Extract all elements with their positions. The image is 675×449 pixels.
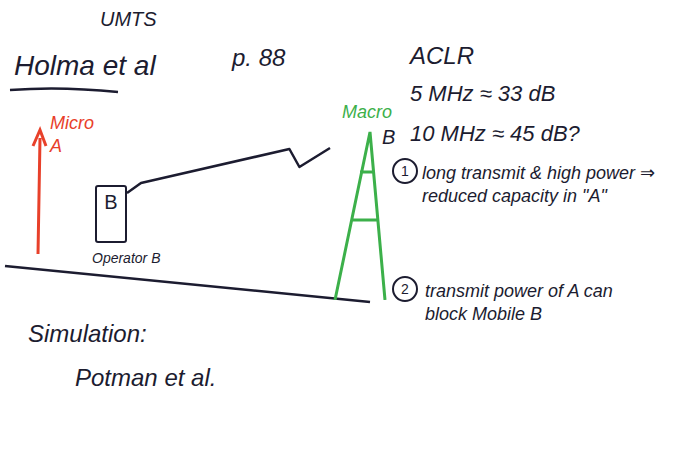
handwritten-note: p. 88 bbox=[232, 42, 285, 73]
tower-name: Macro bbox=[342, 102, 392, 123]
handwritten-note: UMTS bbox=[100, 6, 157, 32]
handwritten-note: long transmit & high power ⇒ reduced cap… bbox=[422, 162, 662, 209]
handwritten-note: Operator B bbox=[92, 249, 160, 267]
handwritten-note: Potman et al. bbox=[75, 362, 216, 393]
radio-link bbox=[127, 148, 330, 193]
mobile-phone: B bbox=[95, 185, 127, 243]
tower-outline bbox=[330, 100, 420, 300]
handwritten-note: 10 MHz ≈ 45 dB? bbox=[410, 120, 580, 149]
callout-number: 2 bbox=[392, 276, 418, 302]
handwritten-note: Micro A bbox=[50, 112, 110, 159]
handwritten-note: Simulation: bbox=[28, 318, 147, 349]
macro-tower: MacroB bbox=[330, 100, 420, 300]
ground-line bbox=[5, 266, 370, 302]
micro-antenna bbox=[33, 130, 46, 254]
handwritten-note: ACLR bbox=[410, 40, 474, 71]
tower-operator: B bbox=[382, 126, 395, 149]
callout-number: 1 bbox=[392, 158, 418, 184]
handwritten-note: Holma et al bbox=[14, 48, 156, 84]
phone-label: B bbox=[97, 191, 125, 214]
handwritten-note: transmit power of A can block Mobile B bbox=[425, 280, 640, 327]
title-underline bbox=[10, 88, 118, 92]
handwritten-note: 5 MHz ≈ 33 dB bbox=[410, 80, 555, 109]
